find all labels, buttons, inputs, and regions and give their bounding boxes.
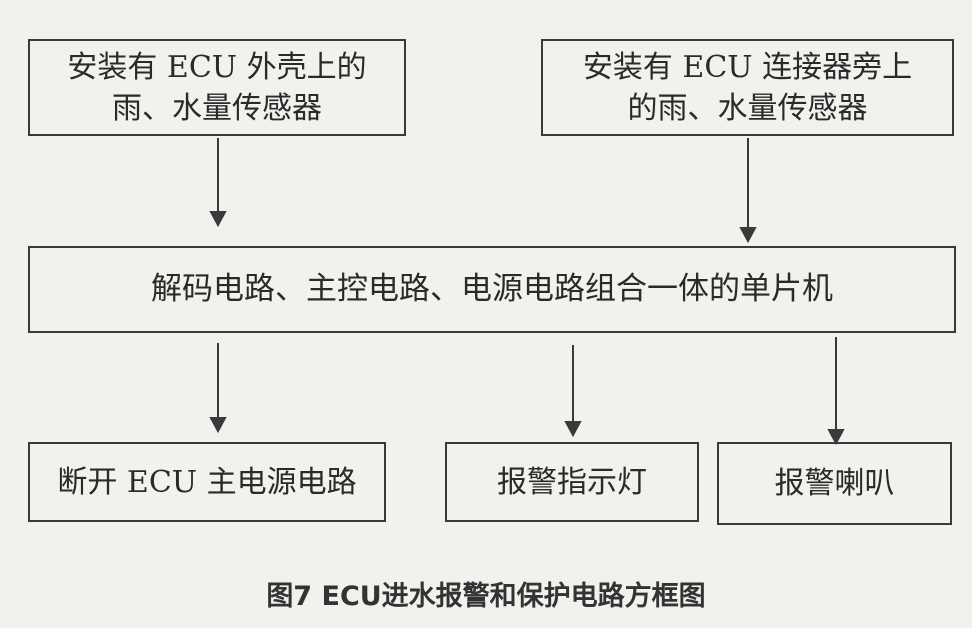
- arrow-top-left-to-mcu: [209, 138, 227, 228]
- arrow-mcu-to-cut-power: [209, 343, 227, 434]
- sensor-box-ecu-connector: 安装有 ECU 连接器旁上 的雨、水量传感器: [541, 39, 954, 136]
- cut-power-box: 断开 ECU 主电源电路: [28, 442, 386, 522]
- alarm-light-box: 报警指示灯: [445, 442, 699, 522]
- sensor-box-ecu-housing-line1: 安装有 ECU 外壳上的: [67, 49, 367, 85]
- sensor-box-ecu-housing-line2: 雨、水量传感器: [112, 90, 322, 126]
- mcu-box: 解码电路、主控电路、电源电路组合一体的单片机: [28, 246, 956, 333]
- sensor-box-ecu-connector-line1: 安装有 ECU 连接器旁上: [582, 49, 913, 85]
- arrow-top-right-to-mcu: [739, 138, 757, 244]
- arrow-mcu-to-alarm-light: [564, 345, 582, 438]
- mcu-box-label: 解码电路、主控电路、电源电路组合一体的单片机: [151, 271, 833, 307]
- arrow-mcu-to-alarm-horn: [827, 337, 845, 446]
- figure-caption: 图7 ECU进水报警和保护电路方框图: [266, 581, 706, 612]
- sensor-box-ecu-housing: 安装有 ECU 外壳上的 雨、水量传感器: [28, 39, 406, 136]
- alarm-horn-box: 报警喇叭: [717, 442, 952, 525]
- alarm-horn-box-label: 报警喇叭: [774, 466, 895, 501]
- cut-power-box-label: 断开 ECU 主电源电路: [57, 464, 357, 500]
- alarm-light-box-label: 报警指示灯: [497, 464, 647, 500]
- sensor-box-ecu-connector-line2: 的雨、水量传感器: [627, 90, 868, 126]
